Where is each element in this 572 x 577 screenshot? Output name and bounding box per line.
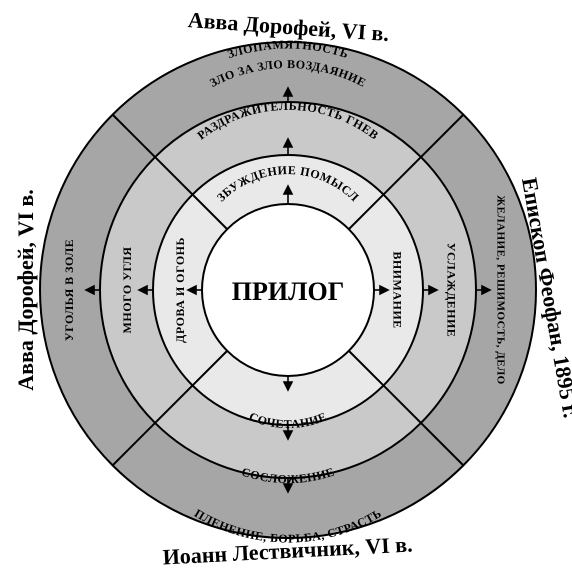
right-ring2-label: УСЛАЖДЕНИЕ (444, 243, 458, 338)
outer-label-bottom: Иоанн Лествичник, VI в. (162, 531, 413, 569)
arrows (84, 86, 492, 494)
right-ring1-label: ВНИМАНИЕ (390, 251, 404, 328)
left-ring2-label: МНОГО УГЛЯ (120, 247, 134, 334)
center-label: ПРИЛОГ (232, 277, 344, 306)
bottom-ring2-label: СОСЛОЖЕНИЕ (240, 465, 336, 487)
left-ring1-label: ДРОВА И ОГОНЬ (173, 237, 187, 343)
outer-label-left: Авва Дорофей, VI в. (13, 189, 38, 391)
right-ring3-label: ЖЕЛАНИЕ, РЕШИМОСТЬ, ДЕЛО (494, 195, 506, 385)
bottom-ring2-text: СОСЛОЖЕНИЕ (240, 465, 336, 487)
sector-dividers (112, 114, 464, 466)
left-ring3-label: УГОЛЬЯ В ЗОЛЕ (62, 239, 76, 341)
